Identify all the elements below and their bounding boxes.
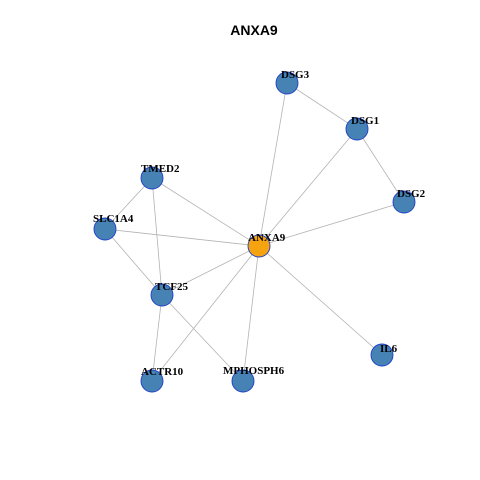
diagram-title: ANXA9 (230, 22, 278, 38)
node-label-il6: IL6 (380, 343, 398, 355)
edge-anxa9-slc1a4 (104, 228, 260, 247)
edge-anxa9-il6 (258, 245, 383, 356)
edge-anxa9-dsg1 (258, 128, 358, 247)
node-slc1a4: SLC1A4 (93, 213, 134, 241)
node-il6: IL6 (370, 343, 398, 367)
edge-tmed2-tcf25 (151, 177, 163, 296)
edge-tcf25-mphosph6 (161, 294, 244, 382)
node-label-actr10: ACTR10 (141, 366, 184, 378)
node-circle-slc1a4 (93, 217, 117, 241)
node-label-tmed2: TMED2 (141, 163, 180, 175)
node-circle-mphosph6 (231, 369, 255, 393)
node-dsg1: DSG1 (345, 115, 379, 141)
edge-anxa9-tmed2 (151, 177, 260, 247)
node-circle-anxa9 (247, 234, 271, 258)
node-circle-tcf25 (150, 283, 174, 307)
edge-tcf25-actr10 (151, 294, 163, 382)
node-dsg2: DSG2 (392, 188, 426, 214)
node-circle-dsg1 (345, 117, 369, 141)
node-label-dsg2: DSG2 (397, 188, 426, 200)
edge-dsg3-dsg1 (286, 82, 358, 130)
edge-anxa9-dsg3 (258, 82, 288, 247)
node-circle-tmed2 (140, 166, 164, 190)
edge-anxa9-dsg2 (258, 201, 405, 247)
edge-slc1a4-tcf25 (104, 228, 163, 296)
node-label-mphosph6: MPHOSPH6 (223, 365, 285, 377)
node-circle-dsg2 (392, 190, 416, 214)
node-tmed2: TMED2 (140, 163, 180, 190)
edge-anxa9-mphosph6 (242, 245, 260, 382)
edge-tmed2-slc1a4 (104, 177, 153, 230)
edge-anxa9-actr10 (151, 245, 260, 382)
node-circle-dsg3 (275, 71, 299, 95)
node-label-dsg3: DSG3 (281, 69, 310, 81)
edge-anxa9-tcf25 (161, 245, 260, 296)
node-label-anxa9: ANXA9 (248, 232, 286, 244)
node-circle-il6 (370, 343, 394, 367)
node-dsg3: DSG3 (275, 69, 310, 95)
node-circle-actr10 (140, 369, 164, 393)
node-actr10: ACTR10 (140, 366, 184, 393)
node-tcf25: TCF25 (150, 281, 189, 307)
node-label-dsg1: DSG1 (351, 115, 379, 127)
edge-dsg1-dsg2 (356, 128, 405, 203)
edges-layer (104, 82, 405, 382)
node-label-tcf25: TCF25 (155, 281, 189, 293)
node-label-slc1a4: SLC1A4 (93, 213, 134, 225)
node-anxa9: ANXA9 (247, 232, 286, 258)
node-mphosph6: MPHOSPH6 (223, 365, 285, 393)
